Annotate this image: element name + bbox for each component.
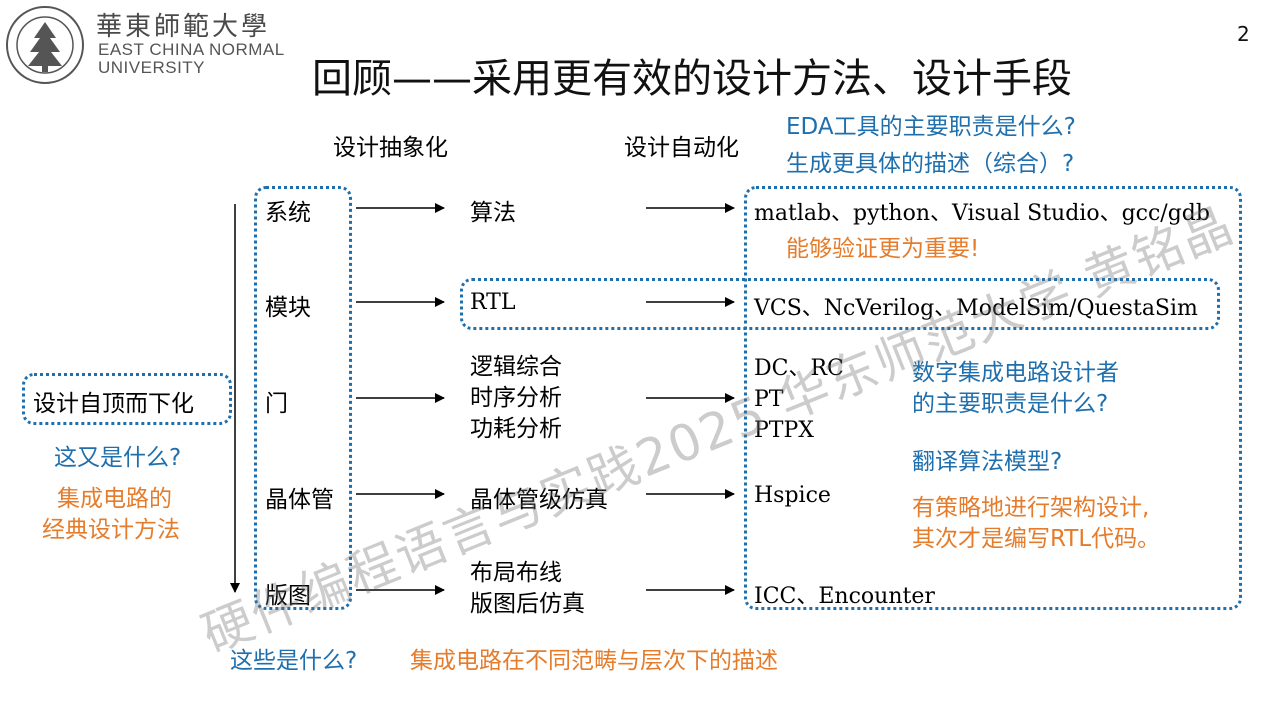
tools-gate: DC、RC PT PTPX xyxy=(754,356,844,443)
tools-module: VCS、NcVerilog、ModelSim/QuestaSim xyxy=(754,296,1198,321)
tools-system: matlab、python、Visual Studio、gcc/gdb xyxy=(754,201,1210,226)
eda-answer-question: 生成更具体的描述（综合）? xyxy=(786,151,1075,177)
what-is-this-question: 这又是什么? xyxy=(54,445,182,471)
page-number: 2 xyxy=(1237,22,1250,46)
tools-transistor: Hspice xyxy=(754,483,831,508)
rtl-highlight-box xyxy=(460,278,1220,330)
level-module: 模块 xyxy=(265,295,311,321)
header-automation: 设计自动化 xyxy=(624,135,739,161)
tools-layout: ICC、Encounter xyxy=(754,584,935,609)
university-seal-icon xyxy=(6,6,84,84)
design-algorithm: 算法 xyxy=(470,200,516,226)
slide-title: 回顾——采用更有效的设计方法、设计手段 xyxy=(312,56,1072,102)
header-abstraction: 设计抽象化 xyxy=(333,135,448,161)
design-rtl: RTL xyxy=(470,290,516,315)
abstraction-levels-box xyxy=(254,186,352,610)
strategy-note: 有策略地进行架构设计, 其次才是编写RTL代码。 xyxy=(912,495,1161,552)
logo-english-line1: EAST CHINA NORMAL xyxy=(98,40,285,59)
logo-english-line2: UNIVERSITY xyxy=(98,58,206,77)
logo-chinese-name: 華東師範大學 xyxy=(96,12,271,42)
eda-tools-box xyxy=(744,186,1242,610)
eda-role-question: EDA工具的主要职责是什么? xyxy=(786,114,1076,140)
design-transistor-sim: 晶体管级仿真 xyxy=(470,487,608,513)
description-note: 集成电路在不同范畴与层次下的描述 xyxy=(410,648,778,674)
design-layout-steps: 布局布线 版图后仿真 xyxy=(470,560,585,617)
topdown-box xyxy=(22,373,232,425)
level-gate: 门 xyxy=(265,391,288,417)
classic-method-note: 集成电路的 经典设计方法 xyxy=(42,486,180,543)
level-transistor: 晶体管 xyxy=(265,487,334,513)
what-are-these-question: 这些是什么? xyxy=(230,648,358,674)
level-system: 系统 xyxy=(265,200,311,226)
verification-note: 能够验证更为重要! xyxy=(786,236,980,262)
level-layout: 版图 xyxy=(265,583,311,609)
translate-question: 翻译算法模型? xyxy=(912,449,1063,475)
topdown-label: 设计自顶而下化 xyxy=(33,391,194,417)
designer-role-question: 数字集成电路设计者 的主要职责是什么? xyxy=(912,360,1119,417)
design-gate-steps: 逻辑综合 时序分析 功耗分析 xyxy=(470,354,562,442)
